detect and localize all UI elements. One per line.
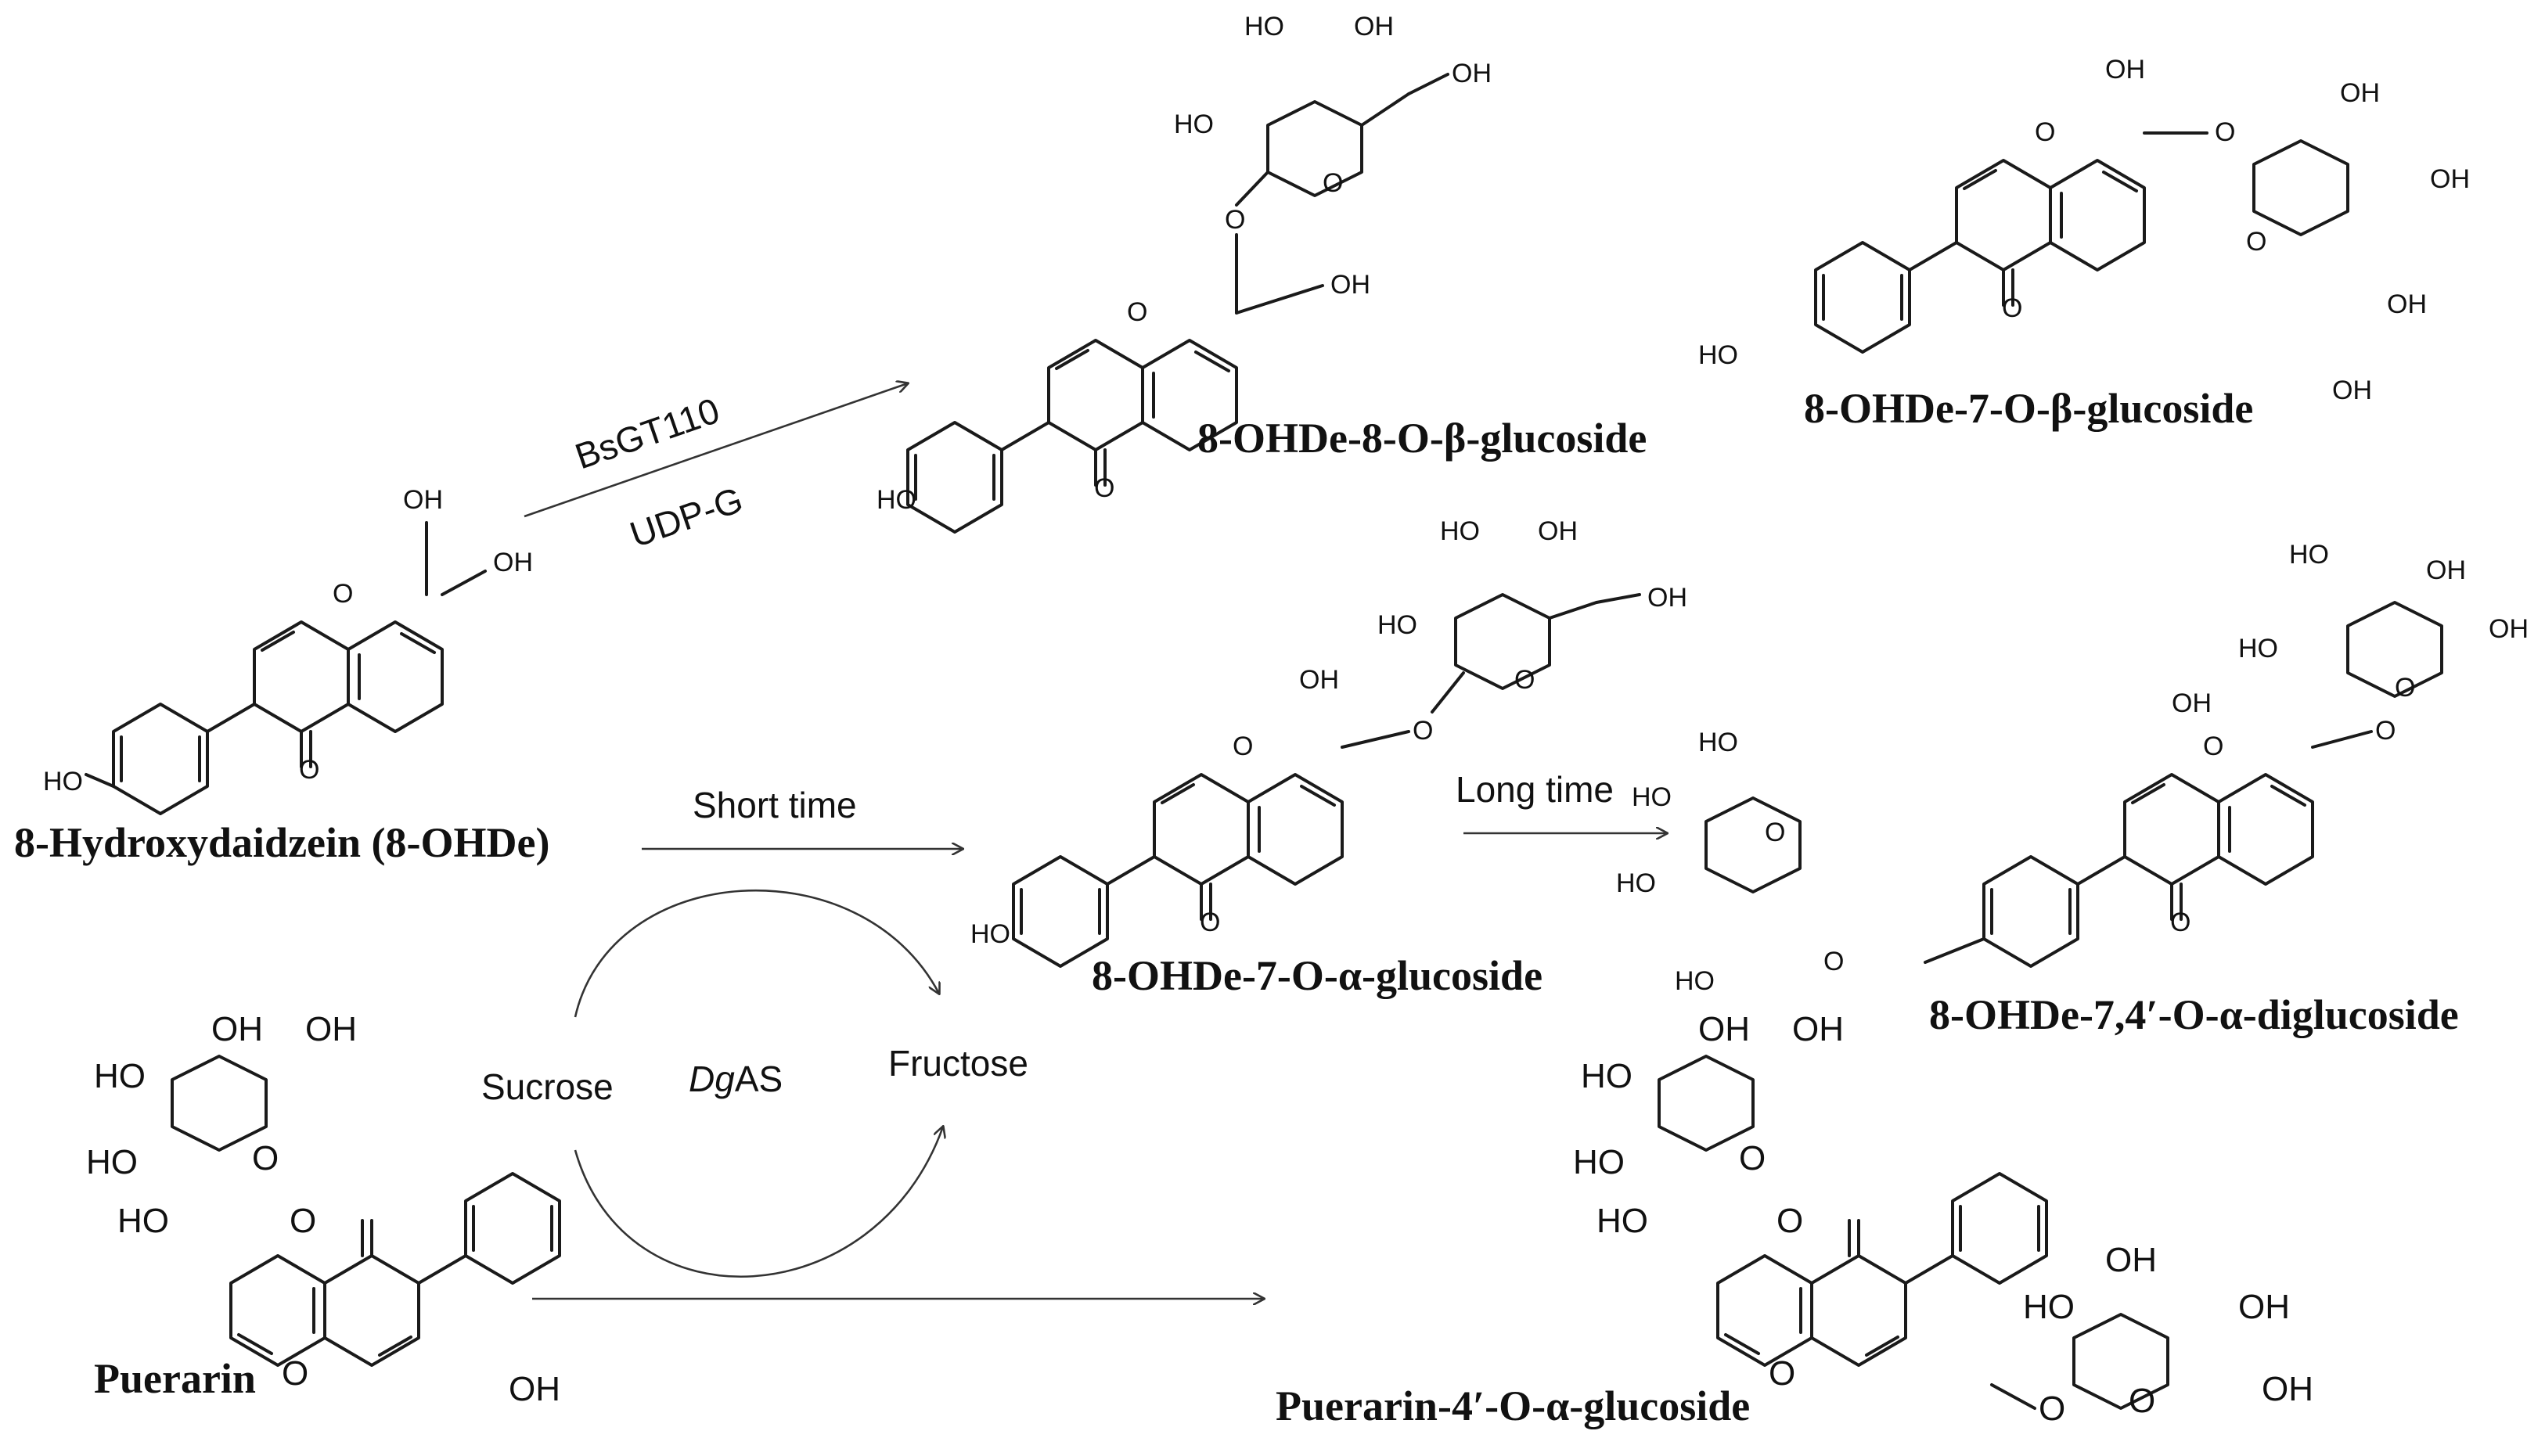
svg-text:O: O — [2039, 1389, 2065, 1428]
svg-text:O: O — [1739, 1139, 1766, 1177]
svg-text:O: O — [1769, 1354, 1795, 1393]
sucrose-to-fructose-arc-top — [574, 889, 939, 1018]
svg-text:OH: OH — [1647, 583, 1687, 613]
svg-text:HO: HO — [1675, 966, 1715, 996]
svg-text:HO: HO — [1616, 868, 1656, 898]
svg-text:OH: OH — [2426, 555, 2466, 585]
svg-text:O: O — [2129, 1382, 2155, 1420]
svg-text:O: O — [1514, 665, 1535, 695]
svg-text:OH: OH — [1792, 1010, 1844, 1048]
svg-text:O: O — [1225, 205, 1245, 235]
svg-text:O: O — [1776, 1202, 1803, 1240]
product-7-alpha-structure — [1012, 773, 1344, 968]
svg-text:HO: HO — [1174, 110, 1214, 139]
product-8-beta-name: 8-OHDe-8-O-β-glucoside — [1197, 415, 1647, 462]
svg-text:O: O — [282, 1354, 308, 1393]
svg-text:HO: HO — [117, 1202, 169, 1240]
svg-text:OH: OH — [2238, 1288, 2290, 1326]
svg-text:O: O — [2395, 673, 2415, 703]
svg-text:O: O — [2375, 716, 2396, 746]
svg-text:HO: HO — [1698, 728, 1738, 757]
svg-text:O: O — [2203, 732, 2223, 761]
svg-text:O: O — [1094, 473, 1114, 503]
svg-text:HO: HO — [1581, 1057, 1632, 1095]
svg-text:HO: HO — [43, 767, 83, 796]
svg-text:HO: HO — [2289, 540, 2329, 570]
svg-text:OH: OH — [493, 548, 533, 577]
puerarin-product-structure — [1716, 1172, 2048, 1367]
svg-text:OH: OH — [1299, 665, 1339, 695]
svg-text:OH: OH — [1698, 1010, 1750, 1048]
substrate-name: 8-Hydroxydaidzein (8-OHDe) — [14, 819, 549, 866]
svg-text:O: O — [1823, 947, 1844, 976]
svg-text:HO: HO — [86, 1143, 138, 1181]
svg-text:OH: OH — [305, 1010, 357, 1048]
product-7-beta-structure — [1814, 159, 2146, 354]
svg-text:O: O — [1127, 297, 1147, 327]
svg-text:HO: HO — [1698, 340, 1738, 370]
fructose-label: Fructose — [888, 1043, 1028, 1084]
svg-text:O: O — [299, 755, 319, 785]
svg-text:O: O — [1323, 168, 1343, 198]
dgas-label: DgAS — [689, 1059, 783, 1099]
svg-text:HO: HO — [877, 485, 916, 515]
puerarin-name: Puerarin — [94, 1355, 256, 1402]
svg-text:OH: OH — [1538, 516, 1578, 546]
svg-text:O: O — [1413, 716, 1433, 746]
svg-text:O: O — [290, 1202, 316, 1240]
svg-text:OH: OH — [2430, 164, 2470, 194]
svg-text:O: O — [1765, 818, 1785, 847]
svg-text:O: O — [2246, 227, 2266, 257]
svg-text:OH: OH — [509, 1370, 560, 1408]
enzyme-bsgt110-label: BsGT110 — [570, 390, 724, 476]
svg-text:O: O — [2002, 293, 2022, 323]
udpg-label: UDP-G — [625, 479, 747, 555]
svg-text:HO: HO — [2238, 634, 2278, 663]
svg-text:HO: HO — [94, 1057, 146, 1095]
svg-text:OH: OH — [2262, 1370, 2313, 1408]
svg-text:OH: OH — [403, 485, 443, 515]
svg-text:OH: OH — [2105, 55, 2145, 84]
svg-text:O: O — [2170, 908, 2190, 937]
product-7-beta-name: 8-OHDe-7-O-β-glucoside — [1804, 385, 2253, 432]
svg-text:HO: HO — [1440, 516, 1480, 546]
svg-text:HO: HO — [1573, 1143, 1625, 1181]
svg-text:OH: OH — [2172, 688, 2212, 718]
svg-text:HO: HO — [1632, 782, 1672, 812]
puerarin-structure — [229, 1172, 561, 1367]
svg-text:O: O — [333, 579, 353, 609]
svg-text:OH: OH — [1452, 59, 1492, 88]
puerarin-product-name: Puerarin-4′-O-α-glucoside — [1276, 1382, 1750, 1429]
product-diglucoside-name: 8-OHDe-7,4′-O-α-diglucoside — [1929, 991, 2459, 1038]
short-time-label: Short time — [693, 785, 857, 825]
svg-text:OH: OH — [1330, 270, 1370, 300]
svg-text:HO: HO — [1244, 12, 1284, 41]
svg-text:OH: OH — [2332, 376, 2372, 405]
svg-text:OH: OH — [211, 1010, 263, 1048]
svg-text:O: O — [1200, 908, 1220, 937]
svg-text:OH: OH — [1354, 12, 1394, 41]
svg-text:HO: HO — [2023, 1288, 2075, 1326]
sucrose-label: Sucrose — [481, 1066, 614, 1107]
svg-text:HO: HO — [1596, 1202, 1648, 1240]
svg-text:O: O — [252, 1139, 279, 1177]
svg-text:OH: OH — [2489, 614, 2529, 644]
product-8-beta-structure — [906, 339, 1238, 534]
substrate-structure — [112, 620, 444, 815]
svg-text:HO: HO — [1377, 610, 1417, 640]
sucrose-to-fructose-arc-bottom — [574, 1127, 943, 1278]
svg-text:OH: OH — [2105, 1241, 2157, 1279]
svg-text:O: O — [1233, 732, 1253, 761]
product-7-alpha-name: 8-OHDe-7-O-α-glucoside — [1092, 952, 1542, 999]
svg-text:OH: OH — [2387, 289, 2427, 319]
product-diglucoside-structure — [1982, 773, 2314, 968]
long-time-label: Long time — [1456, 769, 1614, 810]
svg-text:O: O — [2215, 117, 2235, 147]
reaction-arrow-bsgt110 — [524, 383, 908, 518]
svg-text:HO: HO — [970, 919, 1010, 949]
svg-text:OH: OH — [2340, 78, 2380, 108]
svg-text:O: O — [2035, 117, 2055, 147]
